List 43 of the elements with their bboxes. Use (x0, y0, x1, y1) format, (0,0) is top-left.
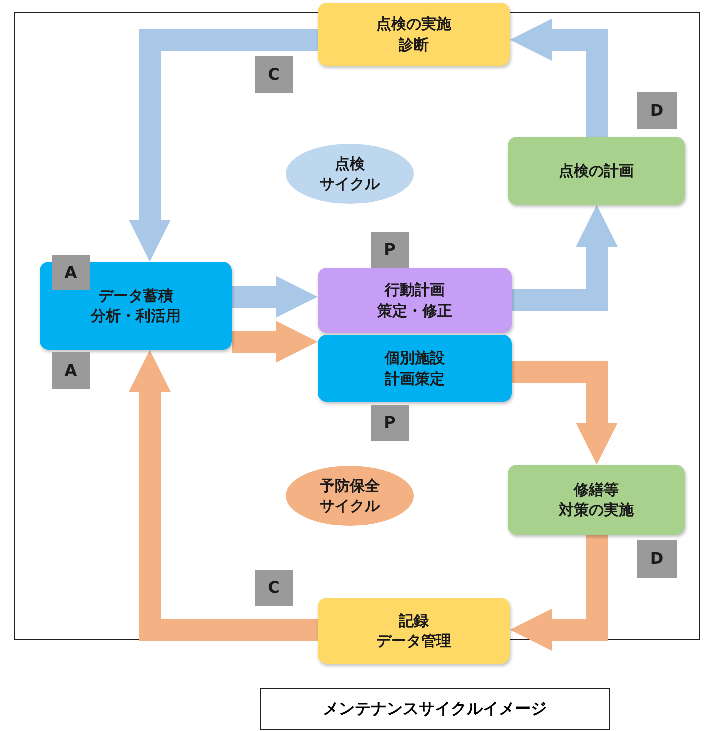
badge-letter: D (650, 100, 664, 122)
badge-letter: A (64, 360, 78, 382)
arrow (129, 29, 318, 262)
process-box (318, 598, 510, 664)
process-box (508, 465, 685, 535)
badge-letter: P (384, 239, 396, 261)
letter-badge (52, 255, 90, 290)
process-box (318, 3, 510, 66)
arrow (510, 19, 608, 137)
badge-letter: D (650, 548, 664, 570)
arrow (129, 350, 318, 641)
box-label: 点検の実施診断 (376, 14, 452, 55)
arrow (512, 205, 618, 311)
caption-text: メンテナンスサイクルイメージ (323, 698, 547, 720)
box-label: 個別施設計画策定 (385, 348, 445, 389)
letter-badge (371, 405, 409, 441)
letter-badge (255, 570, 293, 606)
box-label: データ蓄積分析・利活用 (91, 286, 181, 326)
arrow (512, 361, 618, 465)
letter-badge (637, 92, 677, 129)
box-label: 点検の計画 (559, 160, 634, 182)
badge-letter: A (64, 262, 78, 284)
box-label: 行動計画策定・修正 (378, 280, 452, 321)
arrow (232, 321, 318, 363)
box-label: 修繕等対策の実施 (559, 480, 634, 520)
process-box (318, 268, 512, 333)
cycle-label: 点検サイクル (320, 154, 380, 194)
badge-letter: P (384, 412, 396, 434)
badge-letter: C (268, 577, 280, 599)
letter-badge (52, 352, 90, 389)
badge-letter: C (268, 64, 280, 86)
cycle-ellipse (285, 143, 415, 205)
letter-badge (637, 540, 677, 578)
letter-badge (371, 232, 409, 268)
arrow (510, 535, 608, 651)
process-box (40, 262, 232, 350)
cycle-ellipse (285, 465, 415, 527)
process-box (508, 137, 685, 205)
process-box (318, 335, 512, 402)
cycle-label: 予防保全サイクル (320, 476, 380, 516)
box-label: 記録データ管理 (376, 610, 452, 652)
letter-badge (255, 56, 293, 93)
arrow (232, 276, 318, 318)
